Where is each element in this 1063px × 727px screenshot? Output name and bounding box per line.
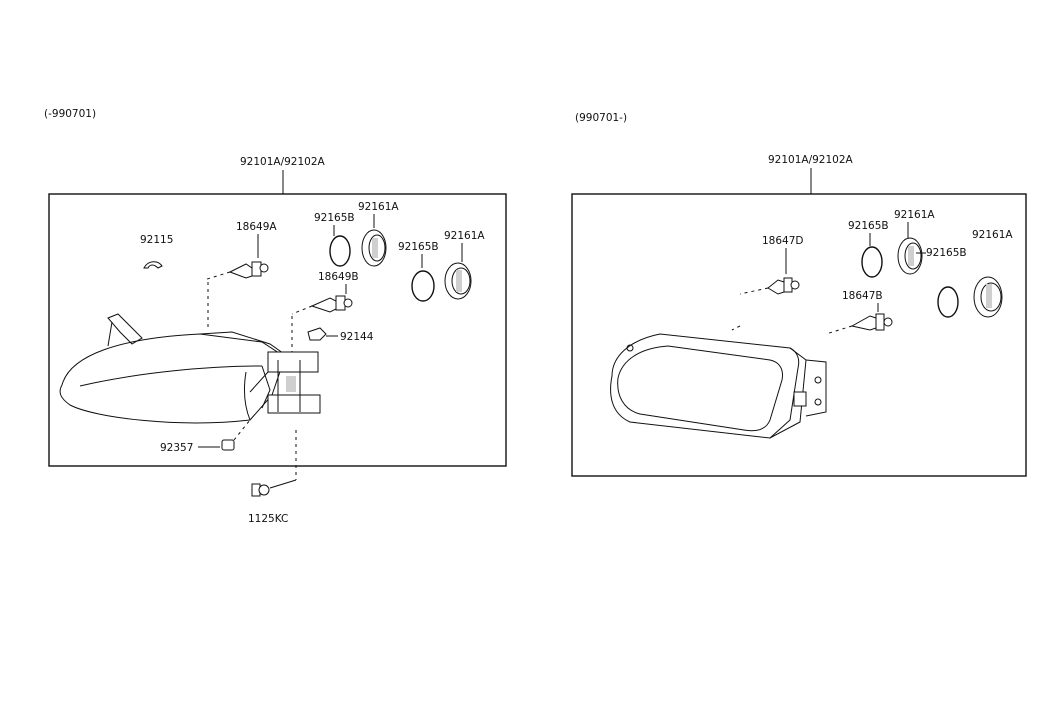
left-label-92161A-2: 92161A	[444, 230, 485, 242]
left-label-92165B-2: 92165B	[398, 241, 439, 253]
right-assembly-box	[571, 193, 1027, 477]
right-part-92165B-ring2: 92165B	[916, 247, 967, 318]
right-label-92165B-2: 92165B	[926, 247, 967, 259]
right-headlamp-housing	[610, 333, 827, 439]
left-label-92357: 92357	[160, 442, 193, 454]
right-part-18647D-bulb: 18647D	[739, 235, 804, 295]
right-label-18647D: 18647D	[762, 235, 804, 247]
left-assembly-label: 92101A/92102A	[240, 156, 326, 168]
left-part-92144: 92144	[307, 327, 374, 343]
left-ring-92165B-2-icon	[411, 270, 435, 302]
left-label-18649B: 18649B	[318, 271, 359, 283]
left-part-92161A-cap1: 92161A	[358, 201, 399, 267]
left-version-label: (-990701)	[44, 108, 96, 120]
right-label-92161A-1: 92161A	[894, 209, 935, 221]
left-label-92165B: 92165B	[314, 212, 355, 224]
right-version-label: (990701-)	[575, 112, 627, 124]
left-label-92144: 92144	[340, 331, 374, 343]
left-label-18649A: 18649A	[236, 221, 277, 233]
right-label-92165B: 92165B	[848, 220, 889, 232]
left-part-1125KC-bolt: 1125KC	[248, 430, 297, 525]
left-ring-92165B-icon	[329, 235, 351, 267]
right-panel: (990701-) 92101A/92102A 18647D 92165B	[571, 112, 1027, 477]
left-label-92161A-1: 92161A	[358, 201, 399, 213]
right-assembly-label: 92101A/92102A	[768, 154, 854, 166]
right-label-18647B: 18647B	[842, 290, 883, 302]
left-part-92115: 92115	[140, 234, 173, 269]
left-part-92165B-ring2: 92165B	[398, 241, 439, 302]
right-ring-92165B-2-icon	[937, 286, 959, 318]
left-panel: (-990701) 92101A/92102A 92115	[44, 108, 507, 525]
right-label-92161A-2: 92161A	[972, 229, 1013, 241]
left-part-18649B-bulb: 18649B	[291, 271, 359, 352]
left-part-92357: 92357	[160, 419, 251, 454]
right-part-92161A-cap2: 92161A	[972, 229, 1013, 318]
right-part-92165B-ring: 92165B	[848, 220, 889, 278]
right-part-18647B-bulb: 18647B	[731, 290, 893, 335]
left-label-1125KC: 1125KC	[248, 513, 288, 525]
left-assembly-box	[48, 193, 507, 467]
right-part-92161A-cap1: 92161A	[894, 209, 935, 275]
left-part-92161A-cap2: 92161A	[444, 230, 485, 300]
left-part-18649A-bulb: 18649A	[203, 221, 277, 330]
right-ring-92165B-icon	[861, 246, 883, 278]
left-headlamp-housing	[59, 313, 321, 424]
left-part-92165B-ring: 92165B	[314, 212, 355, 267]
left-label-92115: 92115	[140, 234, 173, 246]
